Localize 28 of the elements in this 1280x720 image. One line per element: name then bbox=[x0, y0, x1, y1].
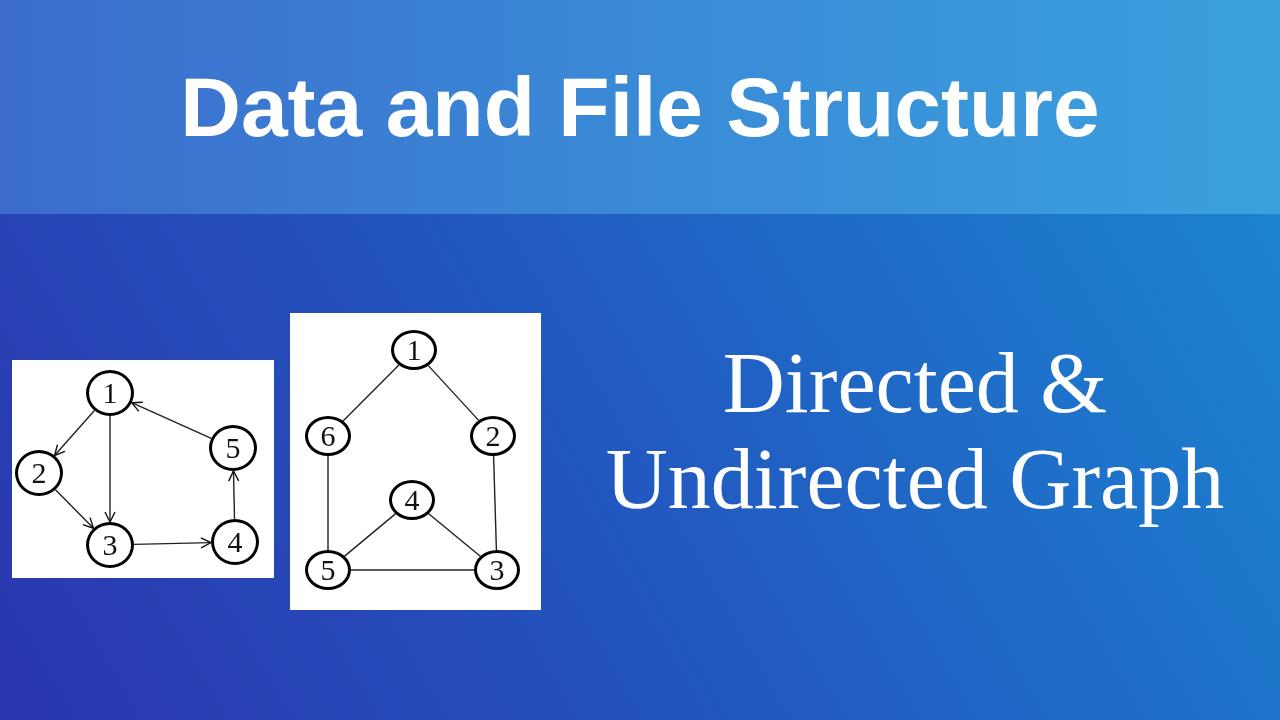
vertex-circle: 5 bbox=[209, 425, 257, 471]
arrow bbox=[53, 409, 96, 457]
edge-line bbox=[427, 364, 480, 422]
edge-line bbox=[343, 513, 397, 557]
vertex-circle: 2 bbox=[470, 416, 516, 456]
vertex-circle: 4 bbox=[211, 519, 259, 565]
vertex-circle: 1 bbox=[391, 330, 437, 370]
graph-panel bbox=[12, 360, 274, 578]
vertex-circle: 5 bbox=[305, 550, 351, 590]
vertex-circle: 3 bbox=[86, 522, 134, 568]
edge-line bbox=[492, 455, 498, 551]
arrow bbox=[54, 489, 95, 529]
vertex-circle: 1 bbox=[86, 370, 134, 416]
graph-panel bbox=[290, 313, 541, 610]
title: Data and File Structure bbox=[180, 65, 1100, 149]
edge-line bbox=[350, 569, 475, 571]
arrow bbox=[228, 470, 240, 520]
arrow bbox=[133, 537, 212, 549]
vertex-circle: 2 bbox=[15, 450, 63, 496]
arrow bbox=[104, 415, 116, 523]
edge-line bbox=[428, 513, 481, 557]
vertex-circle: 4 bbox=[389, 480, 435, 520]
arrow bbox=[131, 401, 212, 439]
subtitle: Directed & Undirected Graph bbox=[604, 335, 1226, 528]
edge-line bbox=[327, 455, 329, 551]
vertex-circle: 3 bbox=[474, 550, 520, 590]
vertex-circle: 6 bbox=[305, 416, 351, 456]
edge-line bbox=[342, 364, 400, 422]
